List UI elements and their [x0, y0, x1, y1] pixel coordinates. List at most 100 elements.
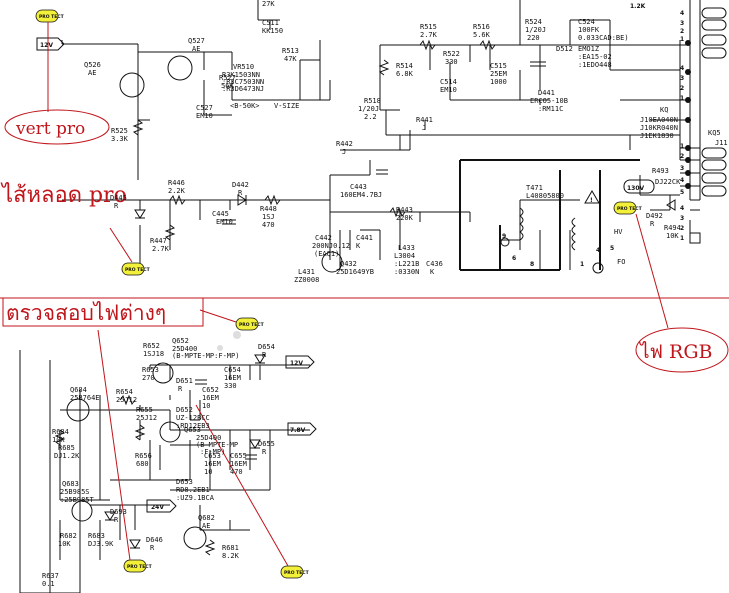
component-label: 25B764E [70, 394, 100, 402]
component-label: R [178, 385, 183, 393]
component-label: Q653 [184, 426, 201, 434]
component-label: 25B985S [60, 488, 90, 496]
component-label: AE [88, 69, 96, 77]
component-label: 10K [58, 540, 71, 548]
component-label: 470 [262, 221, 275, 229]
component-label: L3004 [394, 252, 415, 260]
component-label: R522 [443, 50, 460, 58]
component-label: R652 [143, 342, 160, 350]
component-label: J10EA040N [640, 116, 678, 124]
component-label: (B-MPTE-MP [196, 441, 238, 449]
component-label: 5.6K [473, 31, 491, 39]
component-label: 2.7K [420, 31, 438, 39]
component-label: D442 [232, 181, 249, 189]
svg-text:PRO TECT: PRO TECT [127, 564, 153, 570]
protect-badge: PRO TECT [123, 559, 153, 573]
component-label: R515 [420, 23, 437, 31]
component-label: 2.2K [168, 187, 186, 195]
component-label: :0330N [394, 268, 419, 276]
component-label: D652 [176, 406, 193, 414]
component-label: 1SJ [262, 213, 275, 221]
component-label: 27K [262, 0, 275, 8]
component-label: 160EM4.7BJ [340, 191, 382, 199]
pin-number: 2 [680, 85, 684, 92]
component-label: VR510 [233, 63, 254, 71]
pin-number: 1 [680, 95, 684, 102]
component-label: C515 [490, 62, 507, 70]
component-label: C527 [196, 104, 213, 112]
pin-number: 2 [680, 153, 684, 160]
component-label: 200NJ0.12 [312, 242, 350, 250]
component-label: R446 [168, 179, 185, 187]
component-label: R656 [135, 452, 152, 460]
component-label: DJ3.9K [88, 540, 114, 548]
component-label: R443 [396, 206, 413, 214]
component-label: 25D400 [172, 345, 197, 353]
component-label: 1/20J [525, 26, 546, 34]
component-label: R518 [364, 97, 381, 105]
component-label: C511 [262, 19, 279, 27]
component-label: 220K [396, 214, 414, 222]
component-label: Q682 [198, 514, 215, 522]
component-label: J1EK1830 [640, 132, 674, 140]
component-label: <B-50K> [230, 102, 260, 110]
pin-number: 2 [680, 225, 684, 232]
pin-number: 1 [680, 36, 684, 43]
component-label: RD8.2EB1 [176, 486, 210, 494]
component-label: D651 [176, 377, 193, 385]
component-label: EM10 [196, 112, 213, 120]
component-label: R653 [142, 366, 159, 374]
component-label: R [150, 544, 155, 552]
component-label: R685 [58, 444, 75, 452]
component-label: R447 [150, 237, 167, 245]
component-label: AE [192, 45, 200, 53]
component-label: 25J12 [116, 396, 137, 404]
component-label: (B-MPTE-MP:F-MP) [172, 352, 239, 360]
component-label: EMO1Z [578, 45, 599, 53]
component-label: 56K [221, 82, 234, 90]
component-label: R [650, 220, 655, 228]
component-label: D445 [110, 194, 127, 202]
component-label: R514 [396, 62, 413, 70]
component-label: D655 [258, 440, 275, 448]
component-label: EM10 [216, 218, 233, 226]
annotation-vert-pro: vert pro [15, 119, 85, 139]
component-label: 2.2 [364, 113, 377, 121]
component-label: :L221B [394, 260, 419, 268]
pin-number: 1 [680, 235, 684, 242]
component-label: :RD12EB3 [176, 422, 210, 430]
rail-130v: 130V [627, 185, 645, 192]
component-label: R513 [282, 47, 299, 55]
component-label: C652 [202, 386, 219, 394]
component-symbols: ! [54, 7, 727, 556]
component-label: J10KR040N [640, 124, 678, 132]
component-label: C655 [230, 452, 247, 460]
component-label: Q432 [340, 260, 357, 268]
component-label: D693 [110, 508, 127, 516]
component-label: R [114, 202, 119, 210]
component-label: D653 [176, 478, 193, 486]
protect-badge: PRO TECT [121, 262, 151, 276]
component-label: 25EM [490, 70, 507, 78]
pin-number: 4 [596, 247, 600, 254]
component-label: R493 [652, 167, 669, 175]
component-label: 8.2K [222, 552, 240, 560]
component-label: J11 [715, 139, 728, 147]
component-label: DJ22CK [655, 178, 681, 186]
component-label: KQ [660, 106, 668, 114]
component-label: 10K [666, 232, 679, 240]
component-label: R682 [60, 532, 77, 540]
pin-number: 8 [530, 261, 534, 268]
component-label: AE [202, 522, 210, 530]
component-label: 0.1 [42, 580, 55, 588]
component-label: 16EM [204, 460, 221, 468]
circuit-wiring [19, 0, 701, 593]
component-label: 16EM [224, 374, 241, 382]
component-label: C441 [356, 234, 373, 242]
component-label: DJ1.2K [54, 452, 80, 460]
component-label: C524 [578, 18, 595, 26]
component-label: R448 [260, 205, 277, 213]
pin-number: 1.2K [630, 3, 646, 10]
component-label: 10 [202, 402, 210, 410]
